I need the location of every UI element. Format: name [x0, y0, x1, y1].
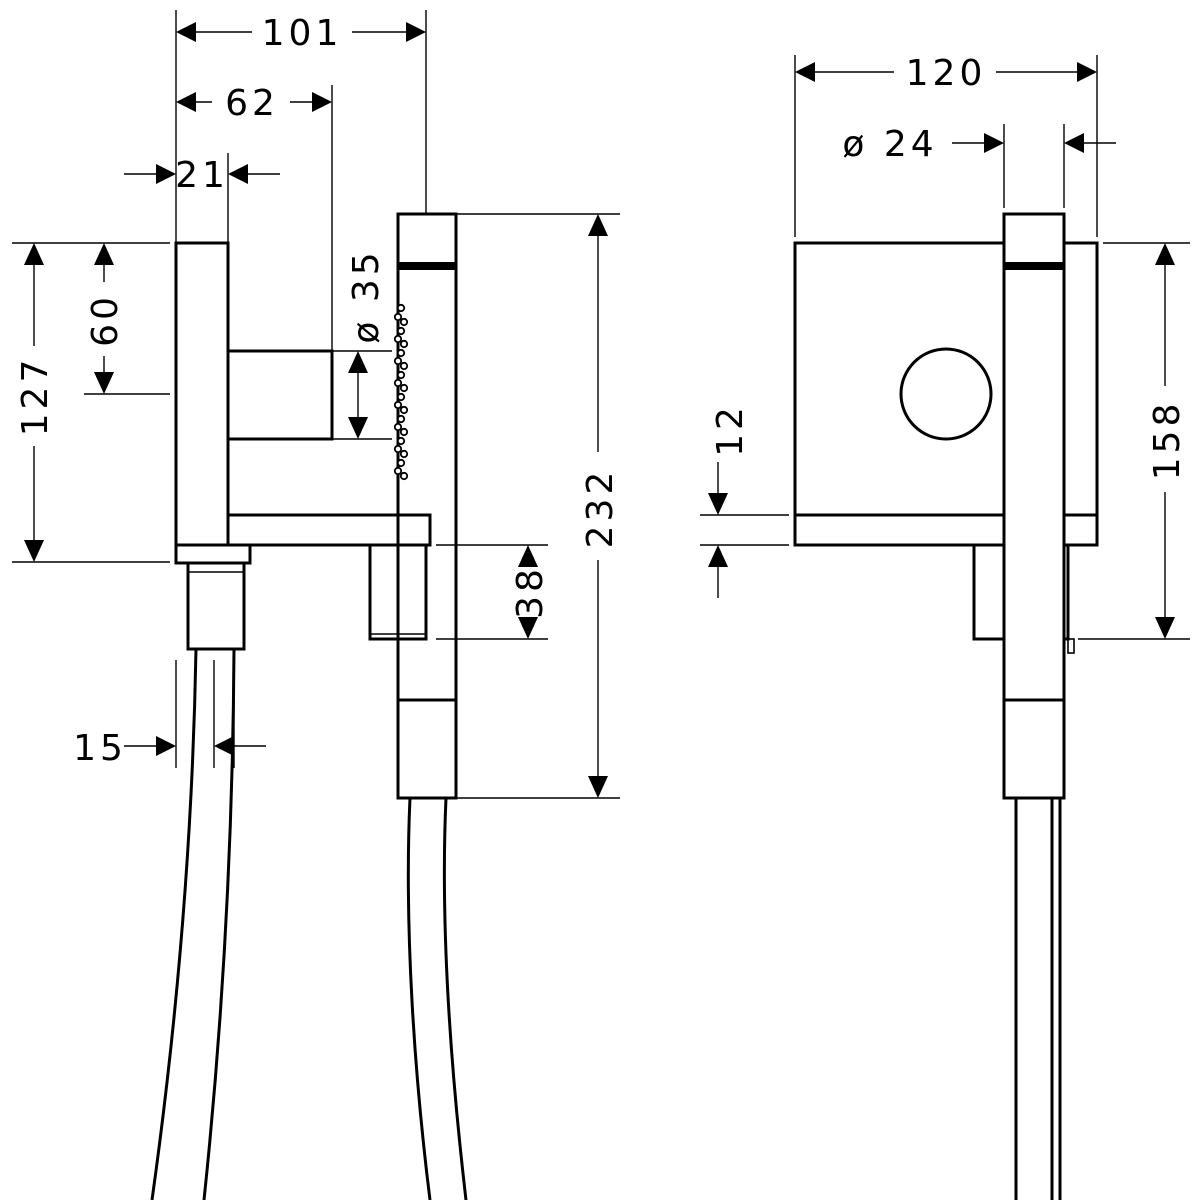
front-shower-band [1004, 262, 1064, 270]
dim-60: 60 [85, 243, 126, 394]
front-holder-tab [1067, 638, 1075, 654]
label-60: 60 [85, 293, 126, 347]
dim-15: 15 [73, 728, 266, 769]
label-diameter-24: ø 24 [842, 124, 937, 165]
front-extension-lines [700, 55, 1190, 640]
label-21: 21 [175, 155, 229, 196]
wall-plate [174, 241, 230, 547]
label-101: 101 [262, 13, 343, 54]
dim-12: 12 [708, 403, 751, 598]
dim-127: 127 [15, 243, 56, 562]
hose-nut [186, 561, 246, 651]
hose-shower-a [406, 797, 432, 1200]
dim-120: 120 [795, 53, 1097, 94]
label-232: 232 [580, 468, 621, 549]
side-extension-lines [12, 10, 620, 799]
hose-left-b [202, 648, 236, 1200]
dim-diameter-24: ø 24 [842, 124, 1116, 165]
hose-left-a [150, 648, 198, 1200]
label-62: 62 [225, 83, 279, 124]
hand-shower [396, 212, 458, 800]
label-12: 12 [710, 403, 751, 457]
hose-shower-b [442, 797, 468, 1200]
shower-band [398, 262, 456, 270]
label-127: 127 [15, 356, 56, 437]
dim-diameter-35: ø 35 [346, 248, 387, 439]
hose-connector [174, 543, 252, 565]
handle-knob [899, 347, 993, 441]
wall-outlet [226, 349, 334, 441]
label-15: 15 [73, 728, 127, 769]
label-38: 38 [510, 565, 551, 619]
dim-62: 62 [176, 83, 332, 124]
label-120: 120 [906, 53, 987, 94]
front-plate [793, 241, 1099, 547]
dim-232: 232 [580, 214, 621, 798]
dim-38: 38 [510, 545, 551, 639]
spray-nozzles [393, 303, 409, 481]
dim-21: 21 [124, 155, 280, 196]
holder-shelf [228, 513, 432, 547]
dim-101: 101 [176, 13, 426, 54]
label-158: 158 [1147, 400, 1188, 481]
front-view: 120 ø 24 158 12 [700, 53, 1190, 1200]
label-diameter-35: ø 35 [346, 248, 387, 343]
front-hand-shower [1002, 212, 1066, 800]
dim-158: 158 [1147, 243, 1188, 639]
side-view: 101 62 21 127 [12, 10, 621, 1200]
